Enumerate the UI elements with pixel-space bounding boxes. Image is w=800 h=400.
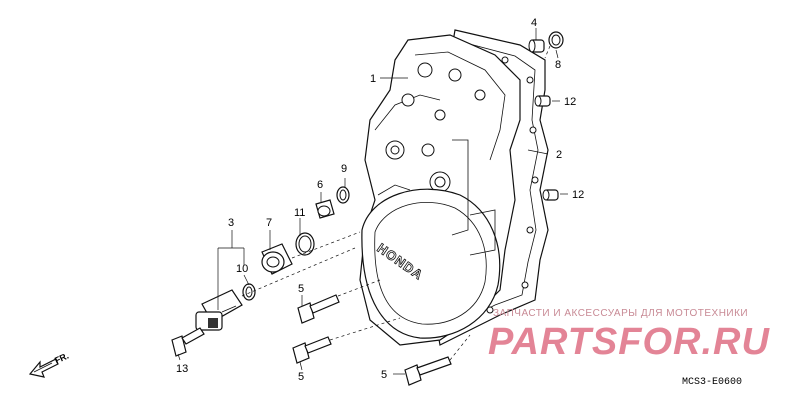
callout-labels: 1 2 3 4 5 5 5 6 7 8 9 10 11 12 12 13 <box>176 17 584 383</box>
callout-5-middle: 5 <box>298 371 304 383</box>
o-ring-10 <box>242 283 256 301</box>
bolt-5-lower <box>404 356 452 386</box>
callout-1: 1 <box>370 73 376 85</box>
collar-4 <box>528 39 545 53</box>
callout-8: 8 <box>555 59 561 71</box>
sensor-3 <box>195 289 243 331</box>
arrow-icon <box>28 358 59 378</box>
o-ring-8 <box>548 31 564 49</box>
diagram-code: MCS3-E0600 <box>682 377 742 388</box>
callout-10: 10 <box>236 263 248 275</box>
cap-7 <box>261 243 293 275</box>
callout-12-lower: 12 <box>572 189 584 201</box>
o-ring-9 <box>336 186 350 204</box>
callout-7: 7 <box>266 217 272 229</box>
callout-9: 9 <box>341 163 347 175</box>
o-ring-11 <box>295 232 315 256</box>
bolt-5-middle <box>292 336 332 364</box>
callout-11: 11 <box>294 207 305 219</box>
front-crankcase-cover <box>359 34 521 346</box>
callout-12-upper: 12 <box>564 96 576 108</box>
direction-label: FR. <box>53 351 70 366</box>
dowel-pin-12-upper <box>534 95 551 107</box>
callout-6: 6 <box>317 179 323 191</box>
callout-13: 13 <box>176 363 188 375</box>
front-direction-arrow: FR. <box>28 351 70 378</box>
callout-5-upper: 5 <box>298 283 304 295</box>
watermark-tagline: ЗАПЧАСТИ И АКСЕССУАРЫ ДЛЯ МОТОТЕХНИКИ <box>493 308 748 319</box>
leader-lines <box>177 28 568 375</box>
bolt-13 <box>171 327 205 357</box>
bolt-5-upper <box>297 294 340 324</box>
callout-4: 4 <box>531 17 537 29</box>
callout-2: 2 <box>556 149 562 161</box>
callout-3: 3 <box>228 217 234 229</box>
site-watermark: ЗАПЧАСТИ И АКСЕССУАРЫ ДЛЯ МОТОТЕХНИКИ PA… <box>488 308 770 363</box>
watermark-site: PARTSFOR.RU <box>488 321 770 363</box>
callout-5-lower: 5 <box>381 369 387 381</box>
dowel-pin-12-lower <box>542 189 559 201</box>
plug-6 <box>315 199 335 219</box>
